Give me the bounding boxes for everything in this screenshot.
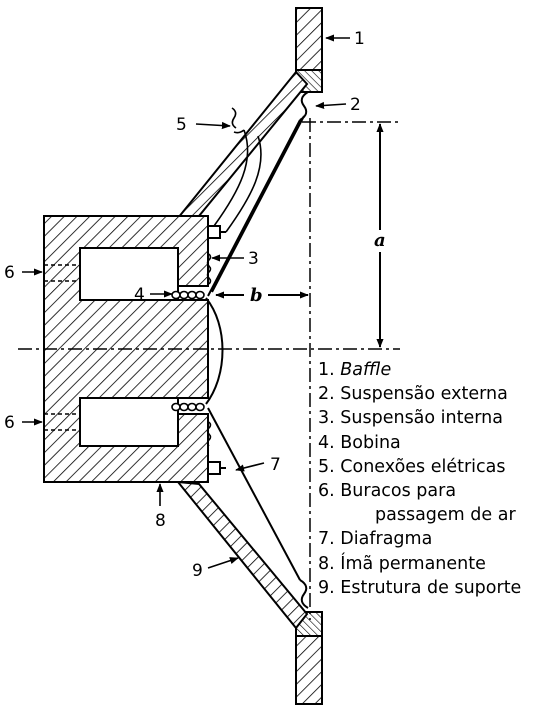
diaphragm bbox=[207, 115, 305, 581]
legend-item-diaphragm: 7. Diafragma bbox=[318, 529, 433, 550]
callout-6-upper: 6 bbox=[4, 263, 15, 283]
lead-wires bbox=[213, 107, 262, 233]
legend-item-outer-suspension: 2. Suspensão externa bbox=[318, 384, 508, 405]
callout-4: 4 bbox=[134, 285, 145, 305]
callout-8: 8 bbox=[155, 511, 166, 531]
legend-item-magnet: 8. Ímã permanente bbox=[318, 553, 486, 574]
callout-7: 7 bbox=[270, 455, 281, 475]
outer-suspension bbox=[299, 91, 309, 609]
dimension-a-label: a bbox=[374, 230, 386, 251]
inner-suspension bbox=[206, 253, 212, 447]
legend-item-air-holes: 6. Buracos para bbox=[318, 481, 457, 502]
axis-lines bbox=[18, 118, 400, 620]
callout-1: 1 bbox=[354, 29, 365, 49]
dimension-b-label: b bbox=[250, 285, 263, 306]
legend: 1. Baffle 2. Suspensão externa 3. Suspen… bbox=[318, 358, 535, 600]
legend-item-connections: 5. Conexões elétricas bbox=[318, 456, 506, 477]
legend-item-support: 9. Estrutura de suporte bbox=[318, 577, 522, 598]
callout-leaders bbox=[22, 34, 350, 569]
callout-6-lower: 6 bbox=[4, 413, 15, 433]
magnet-cavity-upper bbox=[79, 247, 179, 301]
magnet-cavity-lower bbox=[79, 397, 179, 447]
dust-cap bbox=[205, 297, 224, 405]
legend-item-air-holes-cont: passagem de ar bbox=[375, 505, 516, 526]
legend-item-coil: 4. Bobina bbox=[318, 432, 401, 453]
callout-5: 5 bbox=[176, 115, 187, 135]
air-holes bbox=[44, 264, 80, 431]
legend-item-baffle: 1. Baffle bbox=[318, 360, 392, 380]
callout-2: 2 bbox=[350, 95, 361, 115]
callout-3: 3 bbox=[248, 249, 259, 269]
callout-9: 9 bbox=[192, 561, 203, 581]
voice-coil bbox=[171, 290, 205, 412]
legend-item-inner-suspension: 3. Suspensão interna bbox=[318, 408, 503, 429]
